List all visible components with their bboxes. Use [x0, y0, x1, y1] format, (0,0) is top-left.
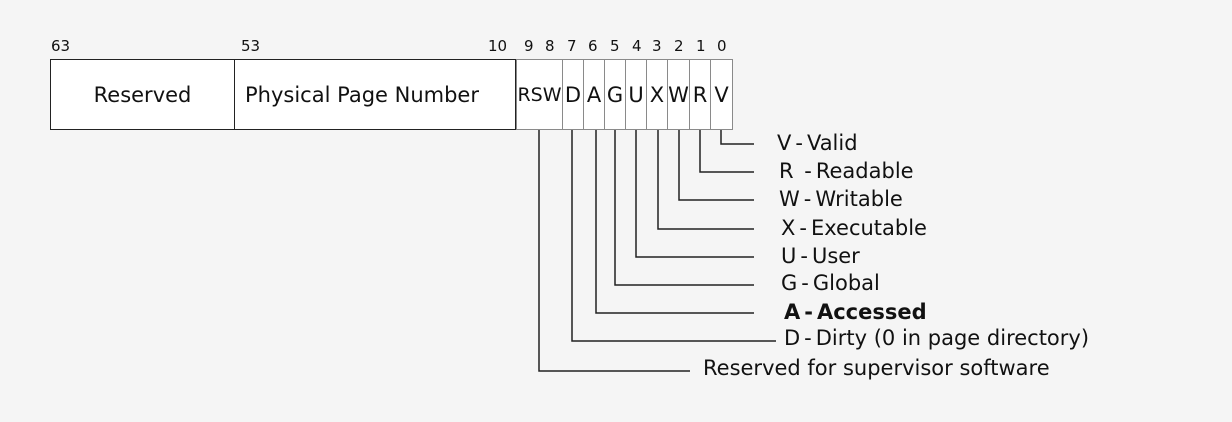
field-dirty: D [562, 59, 584, 130]
legend-key-v: V [777, 131, 792, 155]
legend-desc-w: Writable [815, 187, 903, 211]
legend-desc-u: User [811, 244, 860, 268]
legend-readable: R -Readable [779, 159, 914, 183]
connector-accessed [595, 130, 754, 314]
legend-key-a: A [784, 300, 801, 324]
legend-key-w: W [779, 187, 800, 211]
legend-desc-r: Readable [815, 159, 914, 183]
legend-desc-rsw: Reserved for supervisor software [703, 356, 1050, 380]
legend-writable: W-Writable [779, 187, 903, 211]
connector-dirty [571, 130, 776, 342]
legend-global: G-Global [781, 271, 880, 295]
bit-label-5: 5 [610, 37, 620, 55]
legend-key-x: X [781, 216, 796, 240]
legend-key-r: R [779, 159, 794, 183]
bit-label-8: 8 [545, 37, 555, 55]
legend-user: U-User [781, 244, 860, 268]
bit-label-9: 9 [524, 37, 534, 55]
field-valid: V [710, 59, 733, 130]
bit-label-53: 53 [241, 37, 261, 55]
legend-desc-g: Global [812, 271, 880, 295]
bit-label-6: 6 [588, 37, 598, 55]
legend-key-d: D [784, 326, 801, 350]
bit-label-2: 2 [674, 37, 684, 55]
bit-label-4: 4 [632, 37, 642, 55]
field-global: G [604, 59, 626, 130]
connector-executable [657, 130, 754, 230]
connector-writable [678, 130, 754, 201]
legend-key-g: G [781, 271, 798, 295]
bit-label-1: 1 [696, 37, 706, 55]
bit-label-10: 10 [488, 37, 508, 55]
connector-global [614, 130, 754, 286]
connector-user [635, 130, 754, 258]
connector-rsw [538, 130, 690, 372]
legend-valid: V-Valid [777, 131, 858, 155]
field-accessed: A [583, 59, 605, 130]
legend-rsw: Reserved for supervisor software [703, 356, 1050, 380]
field-rsw: RSW [516, 59, 563, 130]
legend-desc-v: Valid [806, 131, 858, 155]
legend-accessed: A-Accessed [784, 300, 927, 324]
bit-label-63: 63 [51, 37, 71, 55]
bit-label-7: 7 [567, 37, 577, 55]
legend-desc-x: Executable [810, 216, 927, 240]
legend-dirty: D-Dirty (0 in page directory) [784, 326, 1090, 350]
bit-label-0: 0 [717, 37, 727, 55]
bit-label-3: 3 [652, 37, 662, 55]
legend-executable: X-Executable [781, 216, 927, 240]
field-executable: X [646, 59, 668, 130]
field-writable: W [667, 59, 690, 130]
field-reserved: Reserved [50, 59, 235, 130]
legend-desc-a: Accessed [816, 300, 927, 324]
legend-key-u: U [781, 244, 797, 268]
connector-readable [699, 130, 754, 173]
field-readable: R [689, 59, 711, 130]
legend-desc-d: Dirty (0 in page directory) [815, 326, 1090, 350]
connector-valid [720, 130, 754, 145]
field-physical-page-number: Physical Page Number [234, 59, 516, 130]
